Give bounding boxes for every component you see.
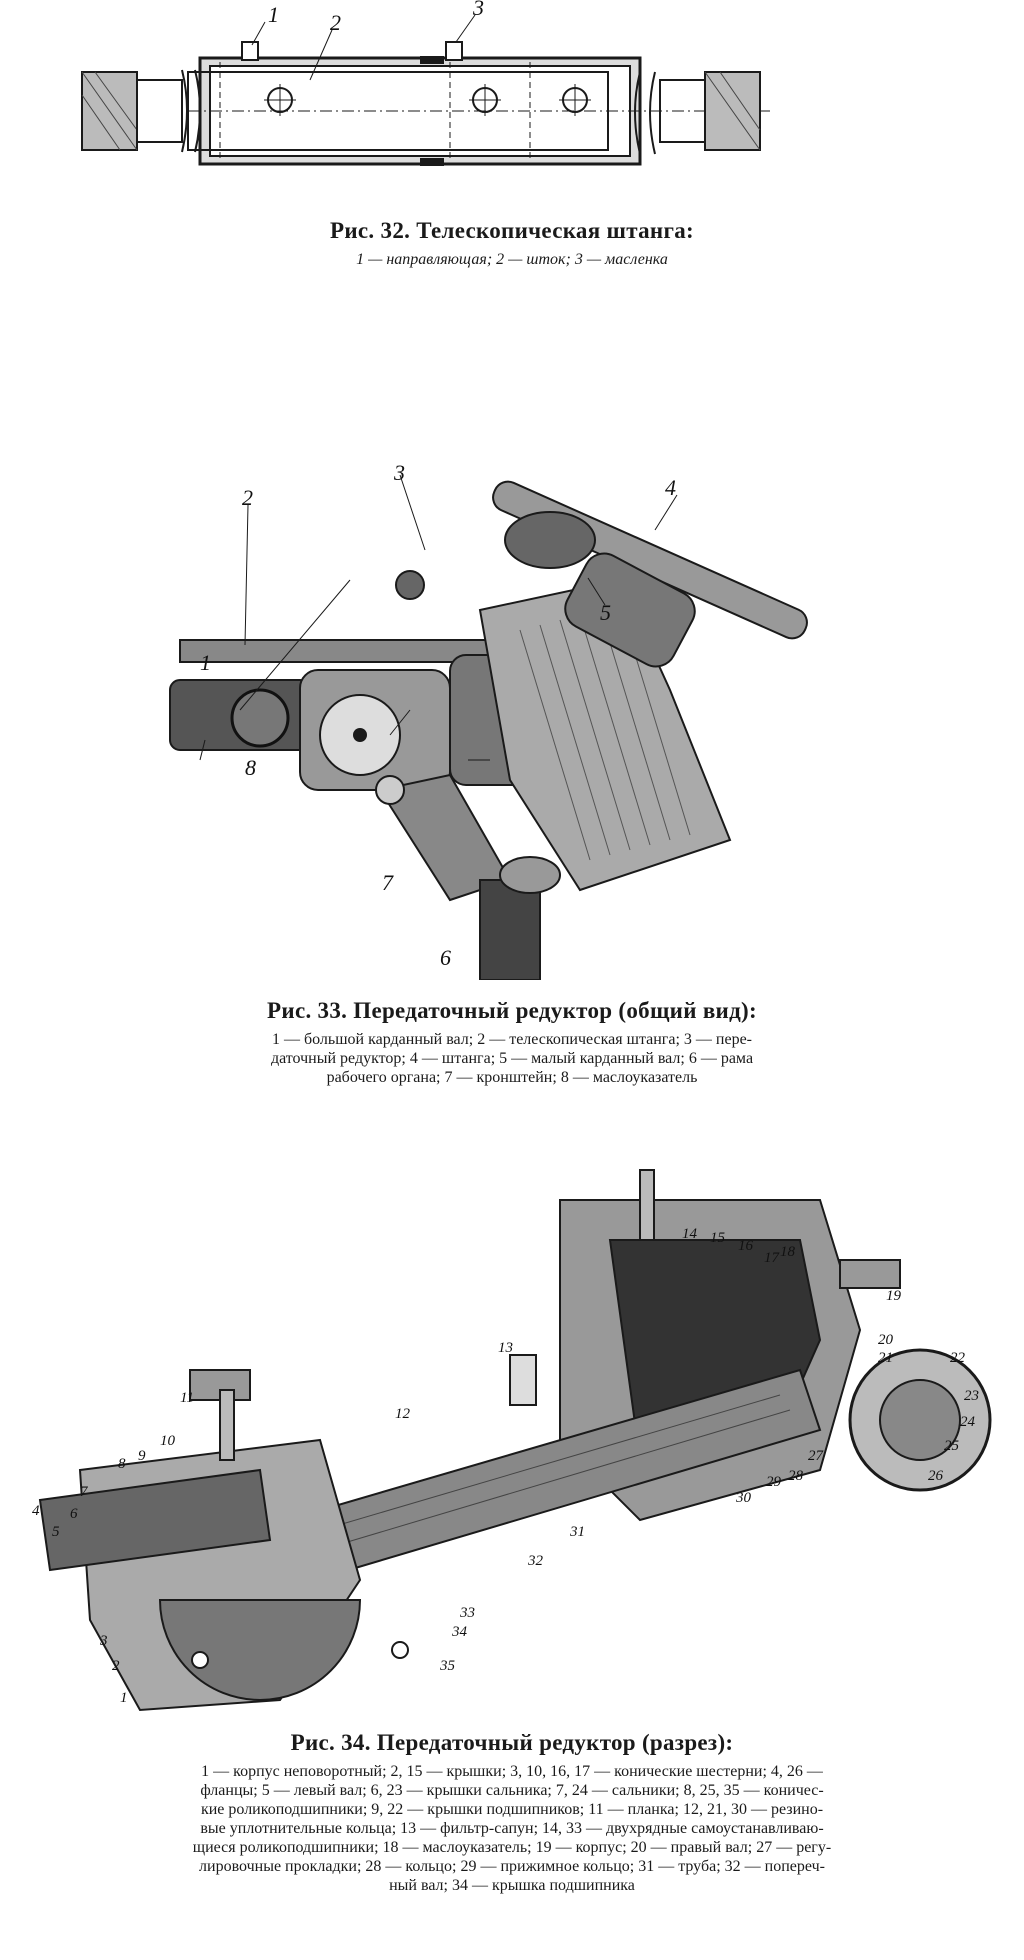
fig33-legend-line: даточный редуктор; 4 — штанга; 5 — малый… [270,1050,754,1067]
fig33-label-6: 6 [440,945,451,970]
fig34-label-19: 19 [886,1288,902,1304]
fig34-label-32: 32 [527,1553,544,1569]
fig34-label-5: 5 [52,1524,60,1540]
fig33-label-3: 3 [393,460,405,485]
fig34-label-34: 34 [451,1624,468,1640]
fig33-label-8: 8 [245,755,256,780]
fig34-label-27: 27 [808,1448,825,1464]
fig34-label-30: 30 [735,1490,752,1506]
fig34-label-13: 13 [498,1340,513,1356]
fig34-label-3: 3 [99,1633,108,1649]
fig34-label-31: 31 [569,1524,585,1540]
fig33-legend-line: 1 — большой карданный вал; 2 — телескопи… [272,1031,752,1048]
fig34-label-18: 18 [780,1244,796,1260]
fig32-title: Рис. 32. Телескопическая штанга: [330,218,694,243]
fig34-label-29: 29 [766,1474,782,1490]
fig33-label-1: 1 [200,650,211,675]
fig34-label-15: 15 [710,1230,726,1246]
fig34-label-20: 20 [878,1332,894,1348]
fig33-label-2: 2 [242,485,253,510]
fig34-legend-line: ный вал; 34 — крышка подшипника [389,1877,635,1894]
fig33-legend: 1 — большой карданный вал; 2 — телескопи… [0,1030,1024,1087]
fig34-legend-line: лировочные прокладки; 28 — кольцо; 29 — … [199,1858,825,1875]
fig34-label-26: 26 [928,1468,944,1484]
fig32-legend: 1 — направляющая; 2 — шток; 3 — масленка [356,251,668,268]
fig33-drawing: 1 2 3 4 5 6 7 8 [169,460,808,980]
fig34-label-22: 22 [950,1350,966,1366]
fig34-label-1: 1 [120,1690,128,1706]
fig32-label-3: 3 [472,0,484,20]
fig33-title: Рис. 33. Передаточный редуктор (общий ви… [267,998,757,1023]
fig33-label-7: 7 [382,870,394,895]
fig34-label-16: 16 [738,1238,754,1254]
fig34-label-28: 28 [788,1468,804,1484]
fig33-label-5: 5 [600,600,611,625]
fig34-label-25: 25 [944,1438,960,1454]
fig34-label-21: 21 [878,1350,893,1366]
fig34-legend-line: щиеся роликоподшипники; 18 — маслоуказат… [192,1839,832,1856]
fig34-label-24: 24 [960,1414,976,1430]
fig34-label-12: 12 [395,1406,411,1422]
fig34-legend-line: кие роликоподшипники; 9, 22 — крышки под… [200,1801,824,1818]
fig34-label-8: 8 [118,1456,126,1472]
fig34-label-9: 9 [138,1448,146,1464]
fig34-label-33: 33 [459,1605,475,1621]
fig34-label-10: 10 [160,1433,176,1449]
fig34-label-6: 6 [70,1506,78,1522]
fig33-label-4: 4 [665,475,676,500]
fig34-label-23: 23 [964,1388,979,1404]
fig34-label-2: 2 [112,1658,120,1674]
fig32-label-1: 1 [268,2,279,27]
fig34-title: Рис. 34. Передаточный редуктор (разрез): [290,1730,734,1755]
fig32-drawing: 1 2 3 [81,0,770,166]
fig34-label-7: 7 [80,1484,89,1500]
fig34-label-17: 17 [764,1250,781,1266]
fig33-legend-line: рабочего органа; 7 — кронштейн; 8 — масл… [326,1069,698,1086]
fig34-legend-line: 1 — корпус неповоротный; 2, 15 — крышки;… [201,1763,823,1780]
fig34-legend-line: вые уплотнительные кольца; 13 — фильтр-с… [200,1820,824,1837]
fig34-label-35: 35 [439,1658,456,1674]
fig34-legend-line: фланцы; 5 — левый вал; 6, 23 — крышки са… [200,1782,824,1799]
fig34-label-11: 11 [180,1390,194,1406]
fig34-label-4: 4 [32,1503,40,1519]
fig34-label-14: 14 [682,1226,698,1242]
fig32-label-2: 2 [330,10,341,35]
fig34-legend: 1 — корпус неповоротный; 2, 15 — крышки;… [0,1762,1024,1895]
fig34-drawing: 1 2 3 4 5 6 7 8 9 10 11 12 13 14 15 16 1… [32,1169,992,1712]
